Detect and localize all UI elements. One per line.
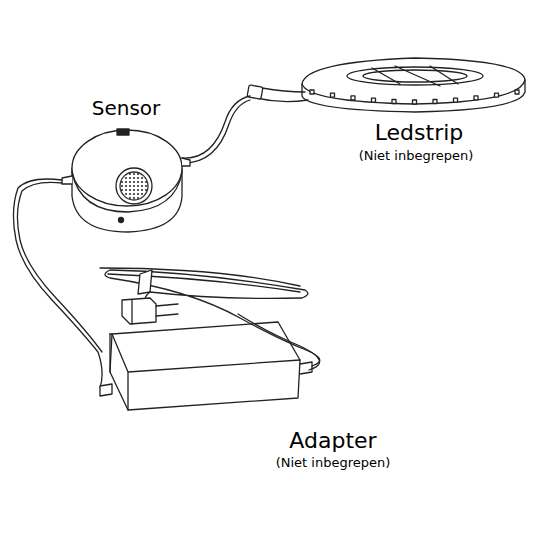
ledstrip-reel [247, 58, 525, 112]
note-label: (Niet inbegrepen) [276, 456, 391, 470]
part-label: Sensor [92, 97, 161, 119]
power-adapter [100, 322, 312, 410]
mains-cord [105, 270, 320, 366]
wire [13, 179, 102, 388]
part-label: Ledstrip [375, 121, 464, 145]
note-label: (Niet inbegrepen) [359, 149, 474, 163]
sensor-puck [62, 129, 190, 232]
mains-plug [122, 298, 178, 324]
part-label: Adapter [289, 429, 376, 453]
